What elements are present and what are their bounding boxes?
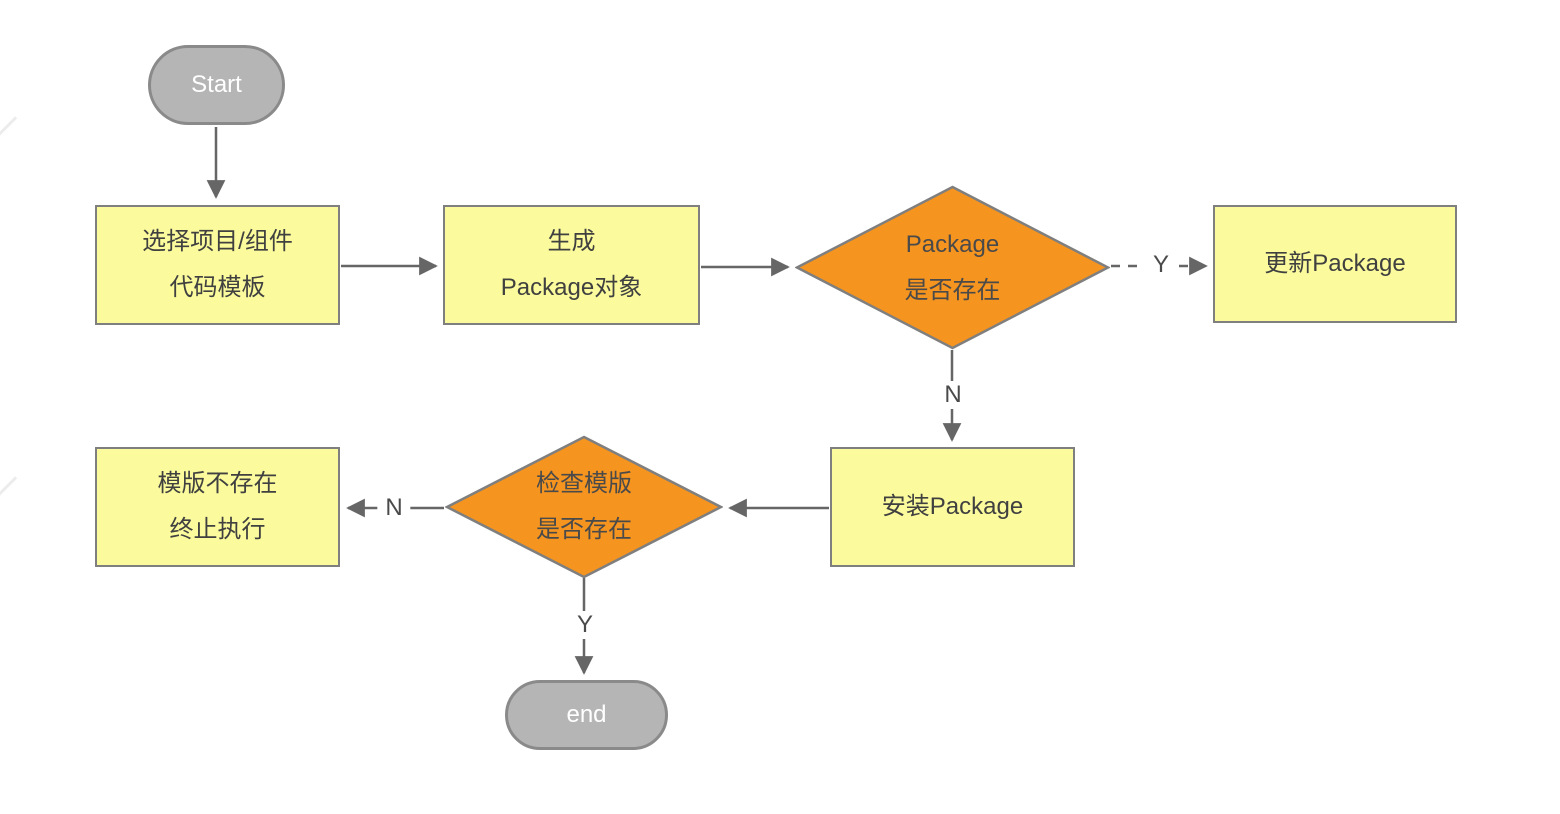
edge-label-yes-template: Y (568, 611, 602, 639)
process-generate-package-line1: 生成 (547, 228, 596, 256)
start-node: Start (148, 45, 285, 125)
decision-package-exists-line2: 是否存在 (904, 276, 1001, 304)
process-template-missing: 模版不存在 终止执行 (95, 447, 340, 567)
process-install-package-label: 安装Package (881, 493, 1024, 521)
decision-check-template-shape (445, 435, 723, 579)
process-generate-package-line2: Package对象 (500, 274, 643, 301)
process-generate-package: 生成 Package对象 (443, 205, 700, 325)
end-node-label: end (566, 701, 607, 728)
edge-label-no-template: N (377, 494, 411, 522)
process-update-package: 更新Package (1213, 205, 1457, 323)
decision-check-template-line2: 是否存在 (536, 516, 632, 543)
decision-check-template-line1: 检查模版 (536, 470, 632, 498)
process-template-missing-line2: 终止执行 (169, 516, 266, 543)
start-node-label: Start (191, 71, 242, 98)
process-template-missing-line1: 模版不存在 (157, 470, 278, 498)
end-node: end (505, 680, 668, 750)
decision-package-exists-shape (795, 185, 1110, 350)
process-update-package-label: 更新Package (1264, 250, 1406, 278)
decision-package-exists-line1: Package (905, 230, 1000, 258)
edge-label-no-package: N (936, 381, 970, 409)
process-select-template: 选择项目/组件 代码模板 (95, 205, 340, 325)
edge-label-yes-package: Y (1144, 251, 1178, 279)
process-select-template-line2: 代码模板 (169, 274, 266, 301)
decision-check-template: 检查模版 是否存在 (445, 435, 723, 579)
process-install-package: 安装Package (830, 447, 1075, 567)
decision-package-exists: Package 是否存在 (795, 185, 1110, 350)
process-select-template-line1: 选择项目/组件 (142, 228, 293, 256)
